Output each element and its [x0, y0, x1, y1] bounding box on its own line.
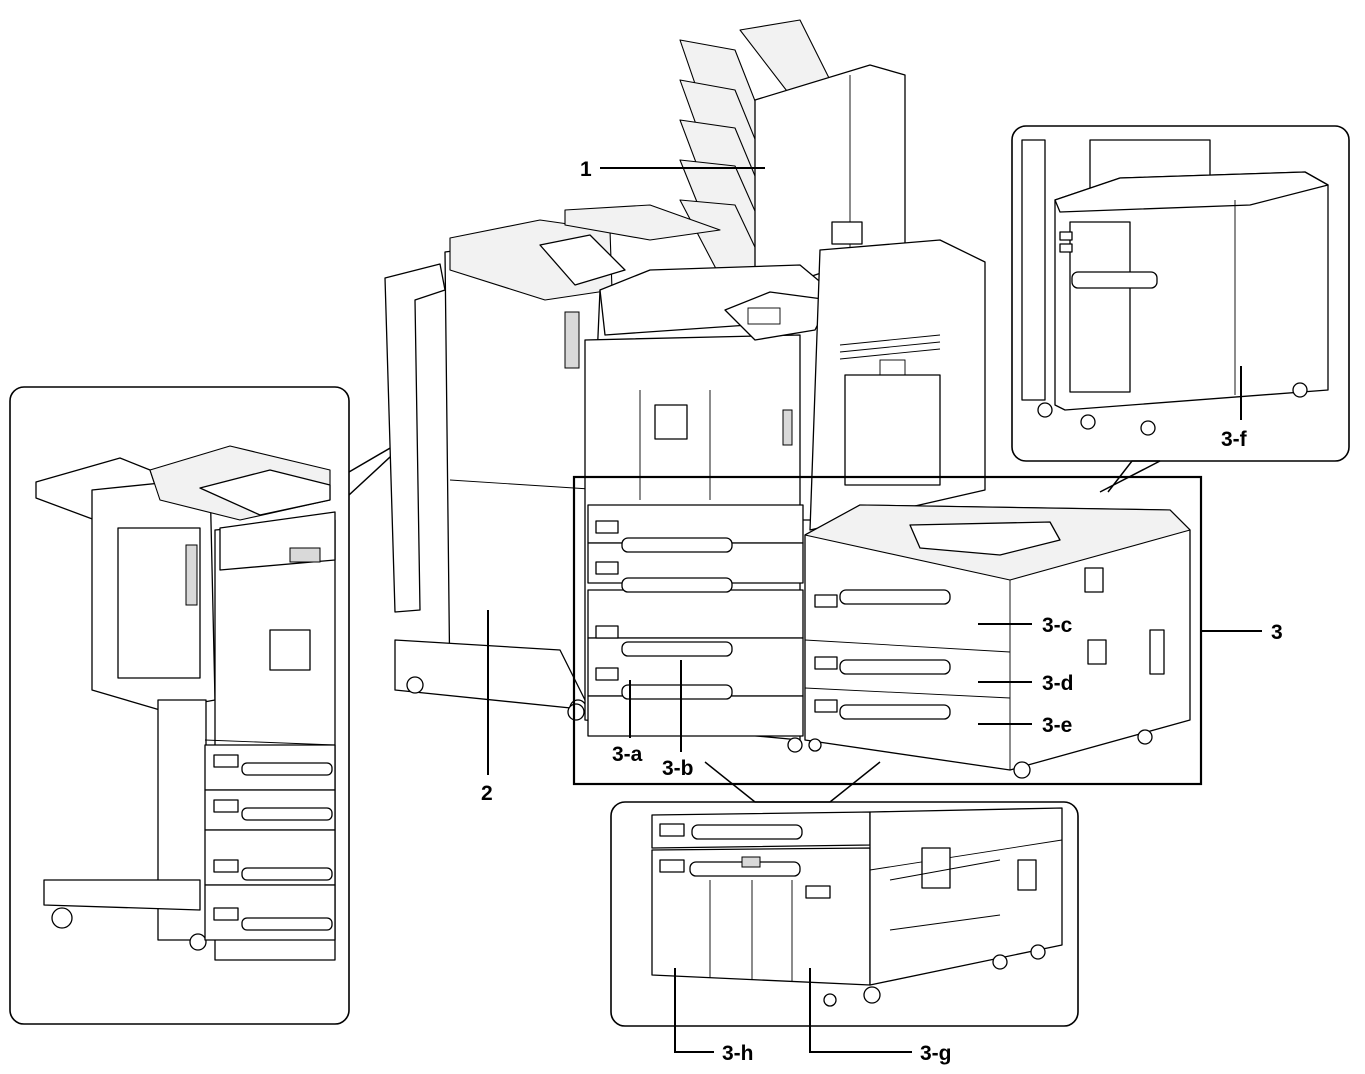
side-feeder-detail-inset — [1011, 125, 1350, 493]
main-printer-assembly — [384, 19, 1203, 786]
callout-1: 1 — [580, 158, 592, 181]
callout-3-h: 3-h — [722, 1042, 754, 1065]
document-finisher — [384, 204, 721, 717]
callout-3-a: 3-a — [612, 743, 643, 766]
callout-3-b: 3-b — [662, 757, 694, 780]
callout-3-e: 3-e — [1042, 714, 1072, 737]
callout-labels: 1 2 3 3-a 3-b 3-c 3-d 3-e 3-f 3-g 3-h — [481, 158, 1283, 1065]
callout-3-f: 3-f — [1221, 428, 1248, 451]
finisher-detail-inset — [9, 386, 417, 1025]
callout-3-g: 3-g — [920, 1042, 952, 1065]
callout-3: 3 — [1271, 621, 1283, 644]
cassette-detail-inset — [610, 761, 1079, 1027]
side-paper-feeder — [804, 504, 1191, 779]
paper-feeder-cassettes — [567, 504, 804, 753]
callout-2: 2 — [481, 782, 493, 805]
callout-3-c: 3-c — [1042, 614, 1073, 637]
callout-3-d: 3-d — [1042, 672, 1074, 695]
mailbox-sorter — [679, 19, 906, 306]
leader-lines — [487, 167, 1262, 1053]
